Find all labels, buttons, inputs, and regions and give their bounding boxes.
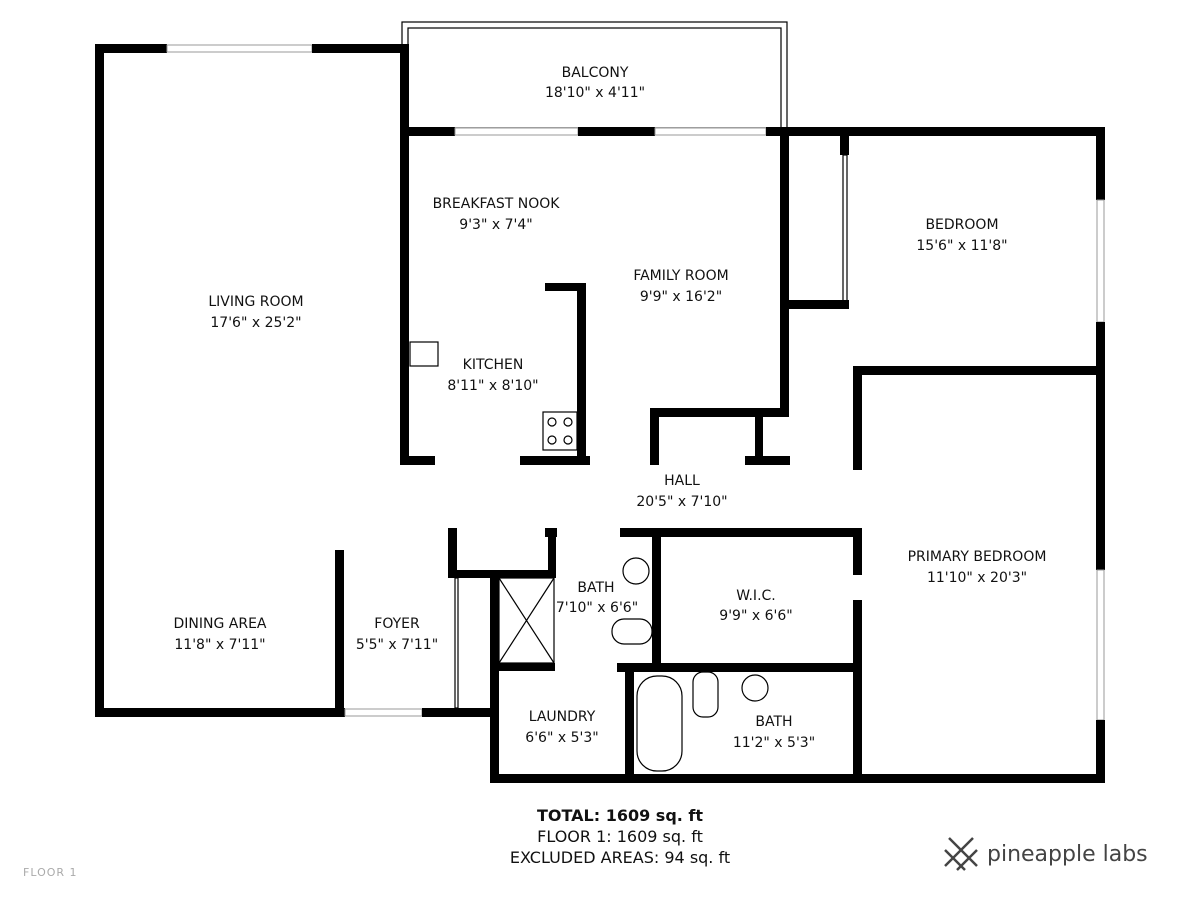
room-dims: 11'10" x 20'3" [927,570,1027,586]
room-dims: 11'8" x 7'11" [174,637,265,653]
room-name: FOYER [374,616,420,632]
floor-area: FLOOR 1: 1609 sq. ft [537,827,703,846]
room-dims: 9'3" x 7'4" [459,217,532,233]
room-name: BALCONY [562,65,629,81]
wall [95,44,104,717]
toilet-icon [692,671,719,718]
room-name: FAMILY ROOM [633,268,728,284]
room-dims: 20'5" x 7'10" [636,494,727,510]
excluded-area: EXCLUDED AREAS: 94 sq. ft [509,848,731,867]
total-area: TOTAL: 1609 sq. ft [536,806,704,825]
room-dims: 8'11" x 8'10" [447,378,538,394]
room-name: KITCHEN [463,357,524,373]
room-dims: 15'6" x 11'8" [916,238,1007,254]
room-dims: 9'9" x 6'6" [719,608,792,624]
room-name: LIVING ROOM [208,294,303,310]
stove-icon [542,411,578,451]
toilet-icon [611,618,653,645]
room-name: DINING AREA [173,616,266,632]
room-dims: 5'5" x 7'11" [356,637,438,653]
sink-icon [741,674,769,702]
pineapple-icon [944,837,978,871]
shower-icon [498,577,555,664]
room-name: LAUNDRY [529,709,596,725]
brand-logo: pineapple labs [943,836,1148,872]
room-dims: 11'2" x 5'3" [733,735,815,751]
floor-label: FLOOR 1 [23,866,78,879]
room-name: BATH [755,714,792,730]
window [166,44,313,53]
room-name: BREAKFAST NOOK [433,196,561,212]
sink-icon [409,341,439,367]
room-dims: 9'9" x 16'2" [640,289,722,305]
room-dims: 17'6" x 25'2" [210,315,301,331]
area-totals: TOTAL: 1609 sq. ft FLOOR 1: 1609 sq. ft … [420,805,820,868]
room-name: BATH [577,580,614,596]
room-dims: 6'6" x 5'3" [525,730,598,746]
room-name: W.I.C. [736,588,776,604]
brand-name: pineapple labs [987,841,1148,867]
room-dims: 7'10" x 6'6" [556,600,638,616]
room-name: PRIMARY BEDROOM [908,549,1047,565]
room-dims: 18'10" x 4'11" [545,85,645,101]
room-name: HALL [664,473,700,489]
sink-icon [622,557,650,585]
bathtub-icon [636,675,683,772]
room-name: BEDROOM [925,217,998,233]
